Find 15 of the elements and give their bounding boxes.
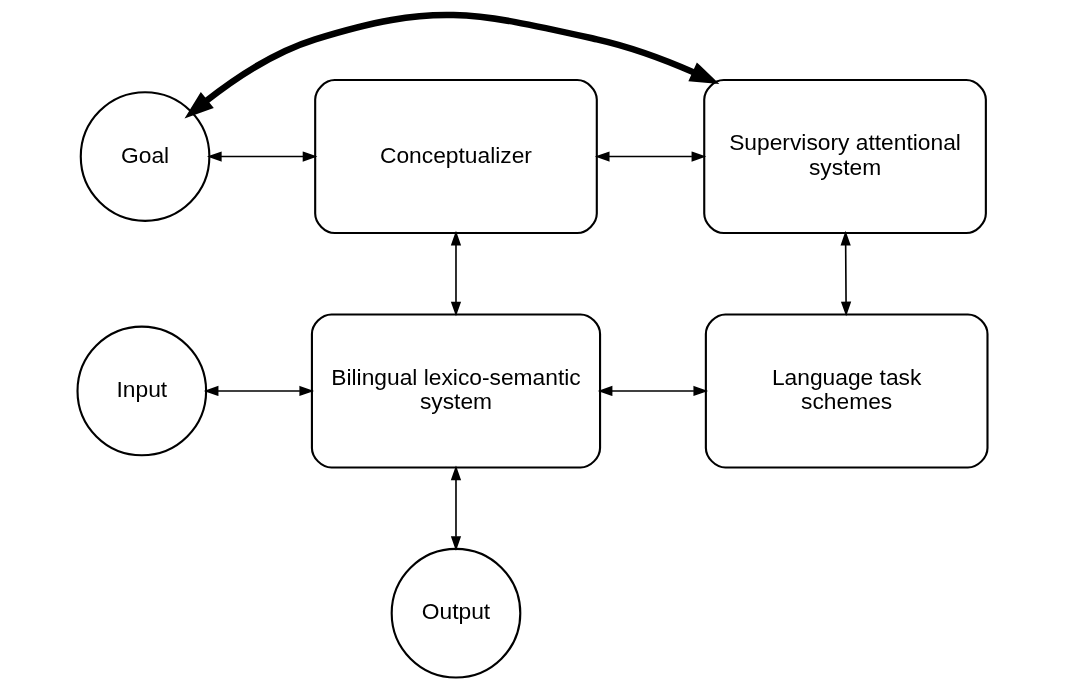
arrow	[597, 385, 709, 397]
node-circle: Input	[76, 325, 208, 457]
arrow	[203, 385, 315, 397]
arrow	[450, 230, 462, 317]
node-box: Conceptualizer	[314, 79, 598, 235]
arrow	[206, 151, 318, 162]
node-box: Supervisory attentional system	[703, 79, 987, 235]
arrow	[840, 230, 852, 317]
arrow	[184, 11, 720, 119]
arrow	[450, 465, 462, 551]
node-circle: Goal	[79, 91, 211, 222]
node-box: Language task schemes	[704, 313, 989, 469]
node-circle: Output	[390, 547, 522, 679]
node-box: Bilingual lexico-semantic system	[310, 313, 602, 469]
arrow	[594, 151, 707, 162]
